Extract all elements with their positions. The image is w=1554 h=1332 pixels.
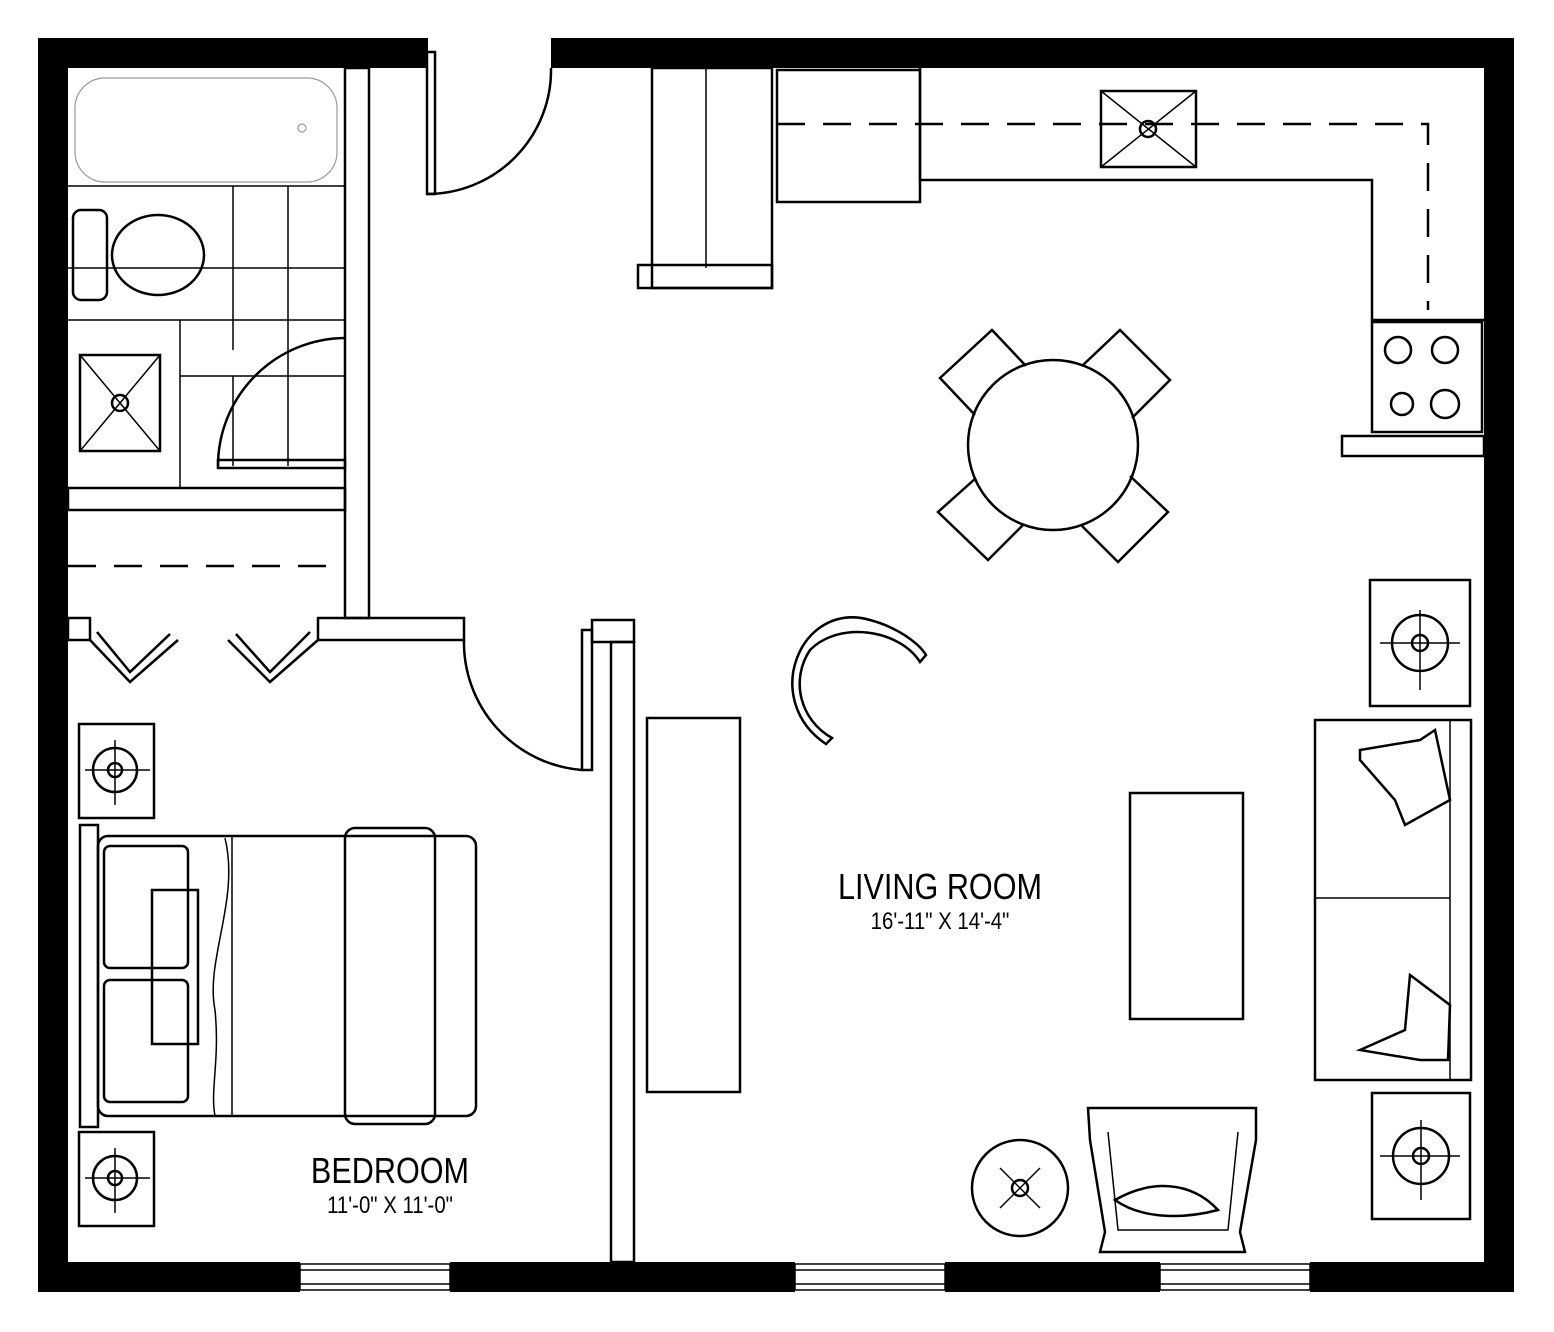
- bedroom-dimensions: 11'-0" X 11'-0": [327, 1192, 453, 1219]
- exterior-walls: [38, 38, 1514, 1292]
- living-room-name: LIVING ROOM: [837, 866, 1043, 907]
- bedroom-label: BEDROOM 11'-0" X 11'-0": [263, 1150, 518, 1220]
- kitchen: [636, 66, 1486, 458]
- dining-table: [936, 328, 1172, 564]
- bedroom-door: [462, 618, 636, 1264]
- living-room-dimensions: 16'-11" X 14'-4": [870, 908, 1010, 935]
- bed: [77, 722, 478, 1228]
- bathroom: [66, 66, 371, 620]
- windows: [299, 1263, 1311, 1291]
- living-furniture: [645, 578, 1473, 1254]
- entry-door: [425, 50, 553, 196]
- living-room-label: LIVING ROOM 16'-11" X 14'-4": [813, 866, 1068, 936]
- bedroom-name: BEDROOM: [310, 1150, 470, 1191]
- closet: [66, 564, 466, 684]
